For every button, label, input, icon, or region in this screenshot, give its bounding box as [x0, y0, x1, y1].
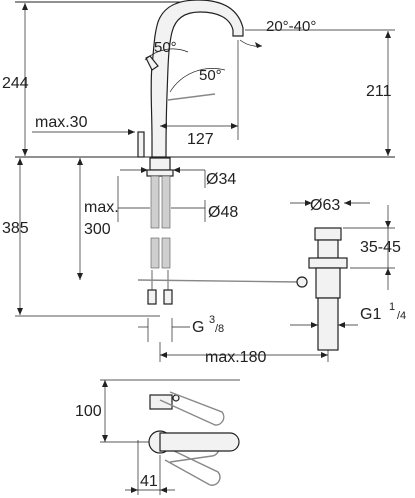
- dim-total-height-label: 244: [2, 75, 29, 92]
- lever-angle-arc-up: [144, 48, 189, 61]
- popup-linkage-rod: [137, 279, 301, 283]
- hose-left-lower: [150, 237, 160, 269]
- dim-connection-thread-sub: /8: [215, 323, 224, 335]
- dim-spout-height-label: 211: [366, 83, 392, 100]
- mounting-nut: [146, 169, 174, 177]
- lever-swing-line: [167, 93, 216, 101]
- dim-below-deck-label: 385: [2, 220, 29, 237]
- top-view-lever: [149, 394, 173, 410]
- dim-drain-diameter-label: Ø63: [310, 197, 340, 214]
- hose-fitting-left: [147, 289, 157, 305]
- dim-drain-thread-G1: G1: [360, 306, 381, 323]
- mounting-shank: [149, 157, 171, 171]
- dim-base-diameter-label: Ø48: [208, 204, 238, 221]
- spout-swing-outline-2: [164, 449, 221, 486]
- top-view-spout: [159, 432, 240, 452]
- dim-drain-thread-sub: /4: [397, 310, 406, 322]
- dim-max180-label: max.180: [205, 349, 266, 366]
- dim-shank-diameter-label: Ø34: [206, 171, 236, 188]
- dim-depth-label: 100: [75, 403, 102, 420]
- dim-max-deck-label: max.30: [35, 114, 88, 131]
- hose-right-lower: [161, 237, 171, 269]
- faucet-side-view: 244 211 20°-40° 50° 50° max.30 127 Ø34 Ø…: [2, 0, 395, 342]
- dim-connection-thread-sup: 3: [209, 314, 215, 326]
- dim-max300-label: 300: [84, 221, 111, 238]
- spout-rotation-angle-label: 20°-40°: [266, 18, 316, 35]
- dim-drain-thread-sup: 1: [389, 301, 395, 313]
- dim-drain-height-label: 35-45: [360, 239, 401, 256]
- faucet-top-view: 100 41: [75, 379, 240, 495]
- drain-body: [315, 267, 341, 299]
- hose-right: [161, 175, 171, 229]
- lever-swing-outline: [159, 391, 225, 426]
- drain-assembly: Ø63 35-45 G1 1 /4 max.180: [159, 197, 406, 366]
- hose-fitting-right: [163, 289, 173, 305]
- dim-connection-thread-G: G: [192, 319, 204, 336]
- faucet-body: [150, 0, 244, 158]
- drain-plug: [314, 227, 342, 241]
- drain-tailpiece: [317, 297, 339, 351]
- popup-rod: [137, 131, 145, 158]
- drain-linkage-knob: [296, 276, 308, 288]
- hose-left: [150, 175, 160, 229]
- lever-angle-arc-side: [169, 68, 226, 93]
- dim-offset-label: 41: [140, 473, 158, 490]
- lever-angle-up-label: 50°: [154, 39, 177, 56]
- dim-reach-label: 127: [187, 131, 214, 148]
- drain-nut: [308, 257, 348, 269]
- spout-rotation-arrow: [255, 42, 262, 48]
- lever-angle-side-label: 50°: [199, 67, 222, 84]
- dim-max-label: max.: [84, 199, 119, 216]
- drain-body-upper: [317, 239, 339, 259]
